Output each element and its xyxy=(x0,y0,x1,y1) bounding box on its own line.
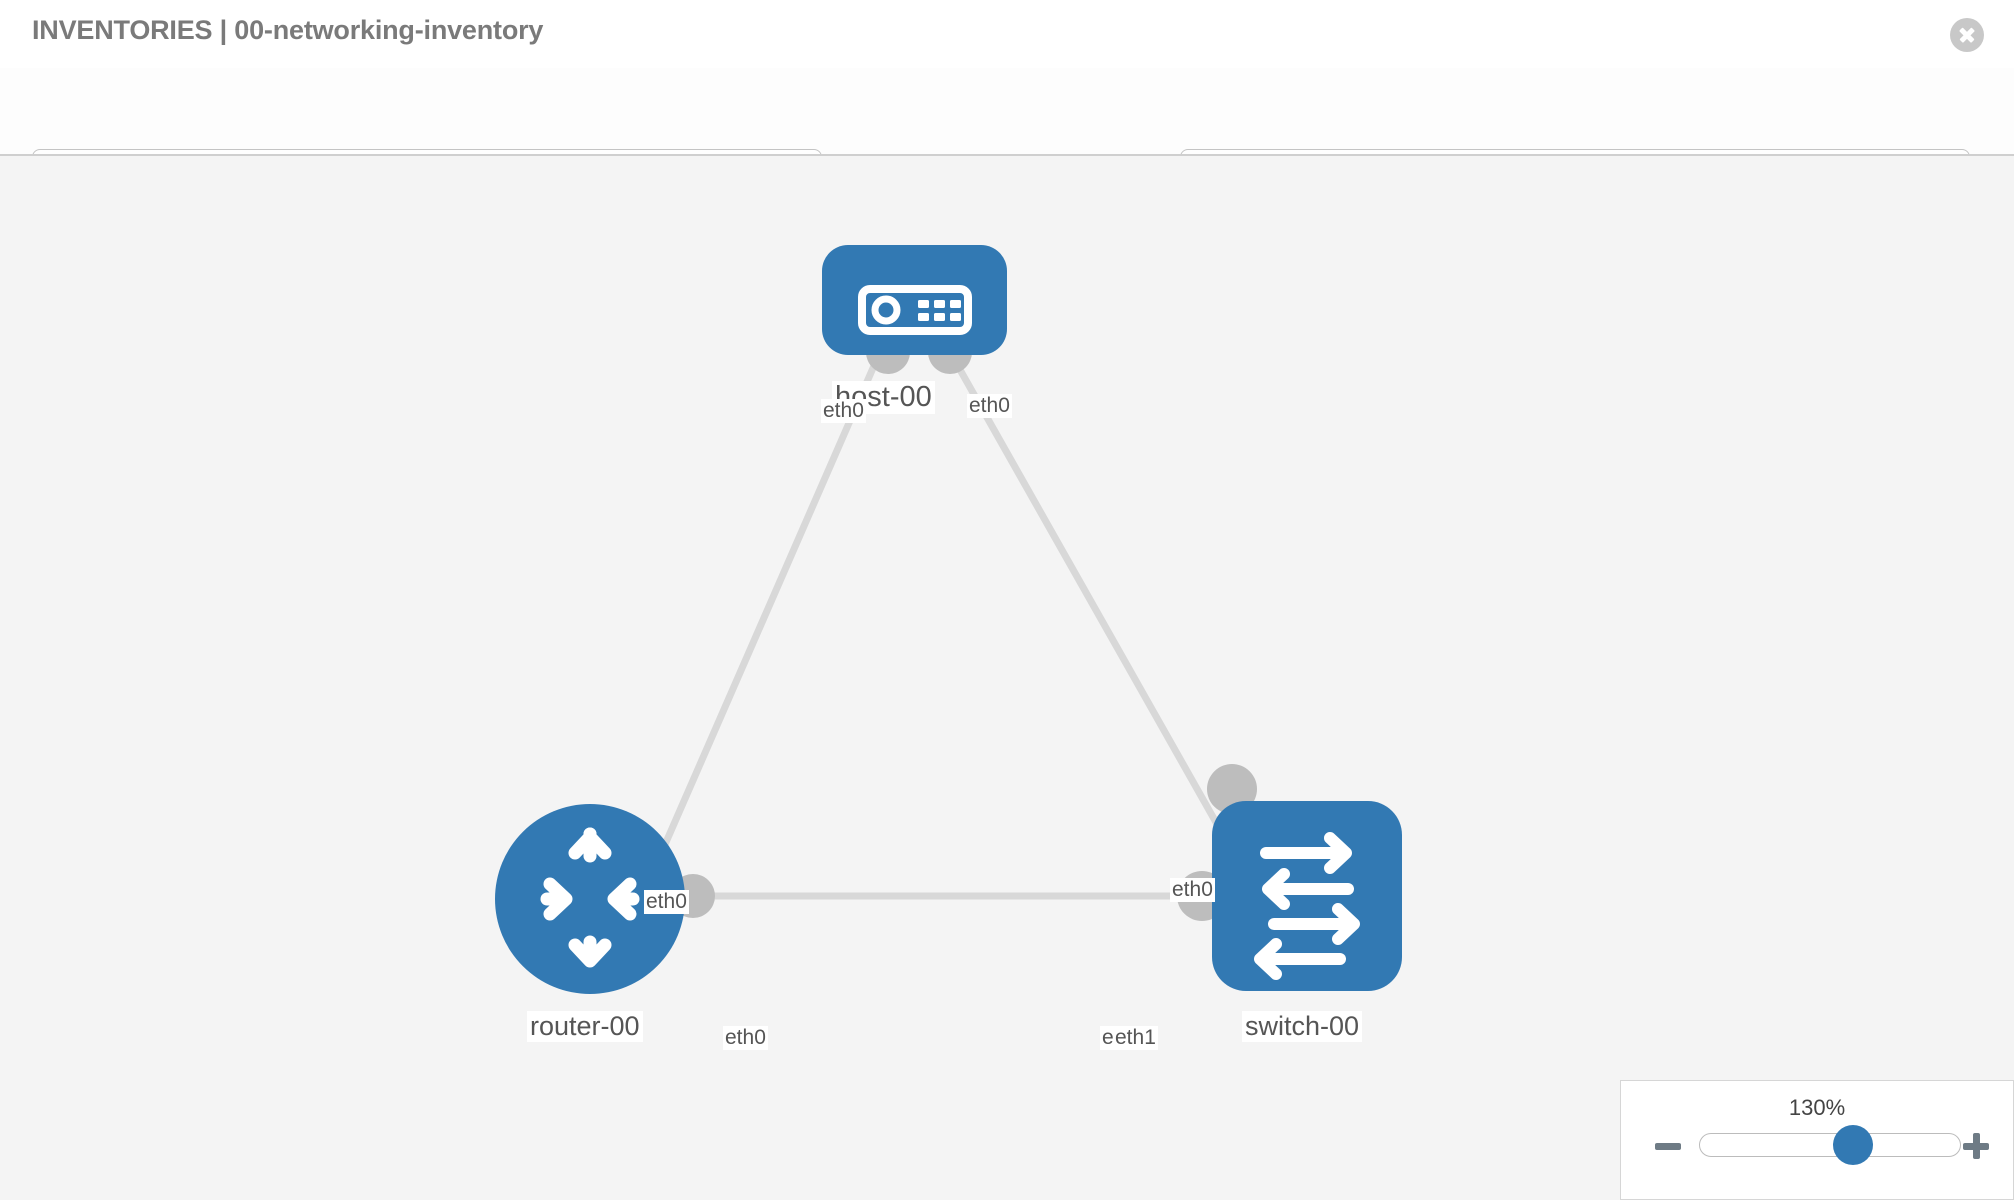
port-label-switch-up: eth0 xyxy=(1170,878,1215,902)
link-host-router xyxy=(656,348,884,860)
toolbar-divider xyxy=(0,154,2014,156)
port-label-switch-left-b: eth1 xyxy=(1113,1026,1158,1050)
node-label-switch-00: switch-00 xyxy=(1242,1011,1363,1042)
topology-graph xyxy=(495,245,1402,994)
page-title: INVENTORIES | 00-networking-inventory xyxy=(32,15,544,45)
node-host-00[interactable] xyxy=(822,245,1007,355)
port-label-router-right: eth0 xyxy=(723,1026,768,1050)
link-host-switch xyxy=(946,348,1239,860)
page-header: INVENTORIES | 00-networking-inventory xyxy=(0,0,2014,68)
port-label-host-right: eth0 xyxy=(967,394,1012,418)
node-switch-00[interactable] xyxy=(1212,801,1402,991)
zoom-in-button[interactable] xyxy=(1961,1131,1991,1161)
zoom-level-value: 130% xyxy=(1788,1095,1846,1120)
topology-canvas[interactable]: host-00 router-00 switch-00 eth0 eth0 et… xyxy=(0,156,2014,1200)
zoom-out-button[interactable] xyxy=(1653,1131,1683,1161)
zoom-control-panel: 130% xyxy=(1620,1080,2014,1200)
port-label-router-up: eth0 xyxy=(644,890,689,914)
zoom-slider-track[interactable] xyxy=(1699,1125,1961,1165)
node-label-router-00: router-00 xyxy=(527,1011,643,1042)
close-icon[interactable] xyxy=(1950,18,1984,52)
node-router-00[interactable] xyxy=(495,804,685,994)
zoom-slider-knob[interactable] xyxy=(1833,1125,1874,1165)
toolbar: ACTIONS SEARCH xyxy=(0,68,2014,203)
port-label-host-left: eth0 xyxy=(821,399,866,423)
